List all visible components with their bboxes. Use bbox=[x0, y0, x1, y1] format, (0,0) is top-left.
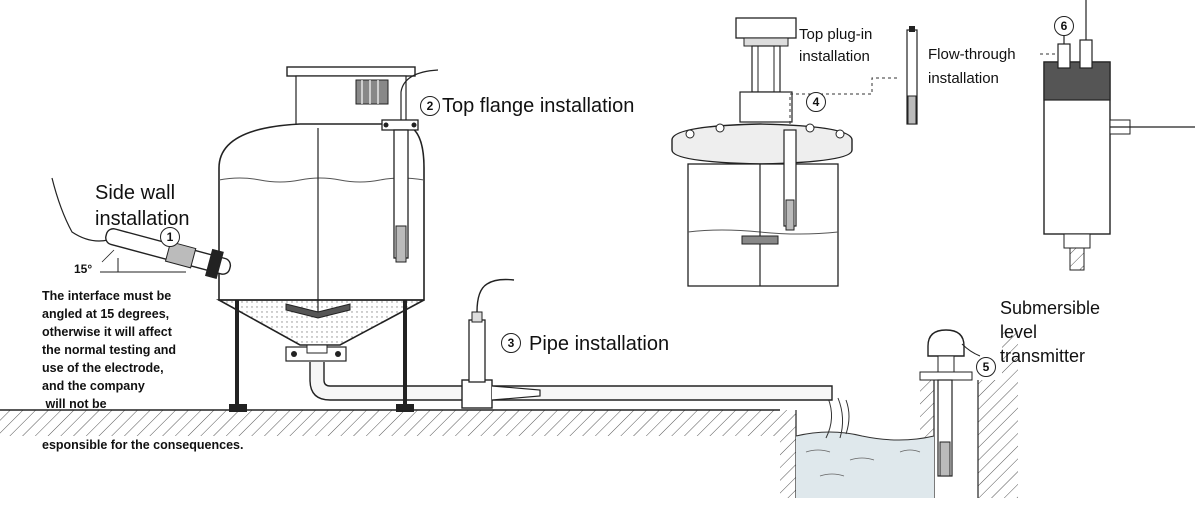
warning-note-line: will not be bbox=[42, 397, 107, 411]
submersible-transmitter bbox=[919, 329, 981, 477]
marker-2: 2 bbox=[420, 96, 440, 116]
warning-note-line: angled at 15 degrees, bbox=[42, 307, 170, 321]
flange-sensor bbox=[381, 69, 439, 263]
water-basin bbox=[795, 397, 935, 498]
label-top-flange: Top flange installation bbox=[442, 95, 635, 117]
marker-6: 6 bbox=[1054, 16, 1074, 36]
label-top-plugin-line2: installation bbox=[799, 48, 870, 65]
warning-note-line: the normal testing and bbox=[42, 343, 177, 357]
label-submersible-line1: Submersible bbox=[1000, 298, 1101, 318]
label-submersible-line2: level bbox=[1000, 322, 1038, 342]
side-wall-electrode bbox=[51, 177, 232, 279]
label-top-plugin-line1: Top plug-in bbox=[799, 26, 873, 43]
top-plugin-apparatus bbox=[671, 17, 918, 287]
warning-note-line: The interface must be bbox=[42, 289, 172, 303]
angle-label: 15° bbox=[74, 262, 93, 276]
marker-5: 5 bbox=[976, 357, 996, 377]
warning-note-line: and the company bbox=[42, 379, 145, 393]
warning-note-line: use of the electrode, bbox=[42, 361, 164, 375]
ground bbox=[0, 330, 1018, 498]
pipeline bbox=[285, 346, 833, 409]
pipe-sensor bbox=[468, 278, 515, 383]
label-side-wall-line2: installation bbox=[95, 208, 190, 230]
marker-1: 1 bbox=[160, 227, 180, 247]
warning-note-line: esponsible for the consequences. bbox=[42, 438, 244, 452]
main-vessel bbox=[215, 66, 425, 412]
label-side-wall-line1: Side wall bbox=[95, 182, 176, 204]
label-pipe: Pipe installation bbox=[529, 333, 670, 355]
flow-through-cell bbox=[1040, 0, 1195, 271]
label-flow-through-line2: installation bbox=[928, 70, 999, 87]
marker-4: 4 bbox=[806, 92, 826, 112]
warning-note-line: otherwise it will affect bbox=[42, 325, 172, 339]
label-flow-through-line1: Flow-through bbox=[928, 46, 1016, 63]
marker-3: 3 bbox=[501, 333, 521, 353]
label-submersible-line3: transmitter bbox=[1000, 346, 1086, 366]
